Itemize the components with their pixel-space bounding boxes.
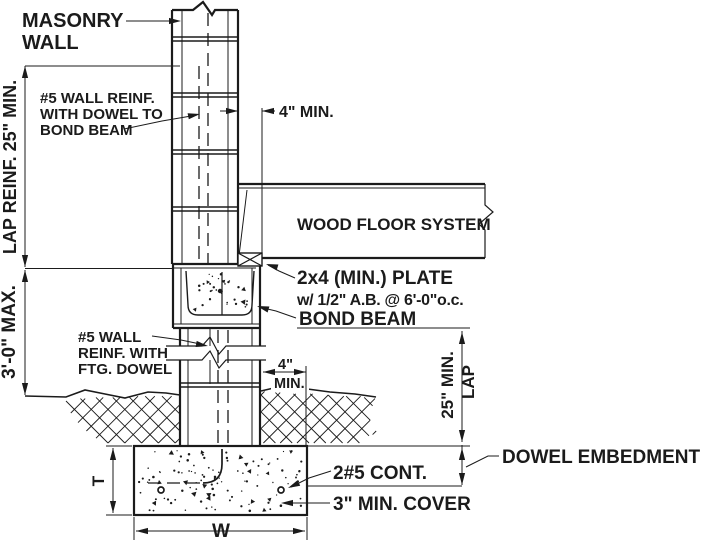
arrowhead bbox=[21, 255, 29, 267]
lap-reinf-dimension-label: LAP REINF. 25" MIN. bbox=[0, 80, 20, 254]
stem-inner-shells bbox=[187, 328, 253, 446]
soil-hatch-right bbox=[260, 391, 377, 444]
wood-floor-system-label: WOOD FLOOR SYSTEM bbox=[297, 215, 491, 234]
arrowhead bbox=[458, 473, 466, 485]
arrowhead bbox=[288, 480, 301, 488]
arrowhead bbox=[263, 368, 275, 376]
wall-outer-faces bbox=[170, 10, 240, 264]
arrowhead bbox=[109, 501, 117, 513]
arrowhead bbox=[21, 66, 29, 78]
text-pad-ledge-dim bbox=[271, 356, 309, 391]
footing-outline bbox=[132, 444, 309, 517]
grout-outline bbox=[185, 270, 255, 316]
footing-thickness-label: T bbox=[89, 475, 108, 486]
arrowhead bbox=[458, 448, 466, 460]
footing-width-label: W bbox=[212, 521, 230, 542]
min-cover-label: 3" MIN. COVER bbox=[333, 494, 471, 515]
bond-beam-rebar-dot bbox=[217, 288, 223, 294]
block-joints bbox=[172, 36, 238, 212]
concrete-footing bbox=[132, 444, 309, 517]
bond-beam-label: BOND BEAM bbox=[299, 309, 416, 330]
arrowhead bbox=[294, 368, 306, 376]
rebar-section-right bbox=[277, 486, 285, 494]
arrowhead bbox=[458, 430, 466, 442]
footing-dowel-hook bbox=[202, 449, 223, 484]
stem-height-dimension-label: 3'-0" MAX. bbox=[0, 285, 20, 379]
floor-edges bbox=[238, 182, 485, 260]
wall-reinf-dowel-label-line3: BOND BEAM bbox=[40, 122, 133, 139]
wall-reinf-dowel-label-line2: WITH DOWEL TO bbox=[40, 106, 163, 123]
leader-lines bbox=[123, 20, 499, 504]
arrowhead bbox=[458, 332, 466, 344]
annotations: MASONRY WALL #5 WALL REINF. WITH DOWEL T… bbox=[0, 10, 700, 542]
masonry-wall-label-line2: WALL bbox=[22, 32, 79, 54]
grade-line-left bbox=[24, 389, 181, 399]
dowel-embedment-label: DOWEL EMBEDMENT bbox=[502, 447, 700, 468]
cont-bars-label: 2#5 CONT. bbox=[333, 463, 427, 484]
plate-label: 2x4 (MIN.) PLATE bbox=[297, 268, 453, 289]
anchor-bolt-label: w/ 1/2" A.B. @ 6'-0"o.c. bbox=[296, 292, 463, 309]
footing-ledge-value-label: 4" bbox=[278, 357, 293, 373]
footing-ledge-min-label: MIN. bbox=[274, 376, 305, 392]
bearing-min-dimension-label: 4" MIN. bbox=[279, 104, 334, 121]
wall-reinf-ftg-label-line2: REINF. WITH bbox=[78, 345, 168, 362]
wood-floor-system bbox=[238, 182, 494, 260]
wall-inner-shells bbox=[181, 10, 229, 263]
soil-hatch-left bbox=[65, 395, 181, 444]
upper-masonry-wall bbox=[170, 0, 240, 264]
joist-end-line bbox=[238, 189, 248, 257]
dowel-lap-word-label: LAP bbox=[459, 365, 478, 399]
arrowhead bbox=[293, 527, 305, 535]
bond-beam-grout-stipple bbox=[192, 272, 248, 312]
arrowhead bbox=[21, 270, 29, 282]
bond-beam-course bbox=[171, 262, 262, 330]
sill-plate bbox=[237, 252, 263, 267]
masonry-wall-label-line1: MASONRY bbox=[22, 10, 124, 32]
arrowhead bbox=[21, 383, 29, 395]
wall-top-break bbox=[172, 0, 238, 18]
dowel-lap-value-label: 25" MIN. bbox=[438, 351, 457, 419]
arrowhead bbox=[262, 107, 274, 115]
bond-beam-shells bbox=[173, 267, 260, 325]
stem-outer-faces bbox=[178, 328, 262, 446]
wall-reinf-dowel-label-line1: #5 WALL REINF. bbox=[40, 90, 155, 107]
stem-block-joint bbox=[180, 382, 260, 388]
arrowhead bbox=[136, 527, 148, 535]
floor-break-symbol bbox=[478, 184, 494, 258]
arrowhead bbox=[109, 448, 117, 460]
extension-lines bbox=[25, 65, 470, 540]
plate-x-mark bbox=[237, 252, 263, 267]
wall-reinf-ftg-label-line1: #5 WALL bbox=[78, 329, 141, 346]
rebar-section-left bbox=[157, 486, 165, 494]
arrowhead bbox=[226, 107, 238, 115]
bond-beam-outline bbox=[171, 262, 262, 330]
wall-reinf-ftg-label-line3: FTG. DOWEL bbox=[78, 361, 172, 378]
lower-stem-wall bbox=[166, 328, 266, 446]
